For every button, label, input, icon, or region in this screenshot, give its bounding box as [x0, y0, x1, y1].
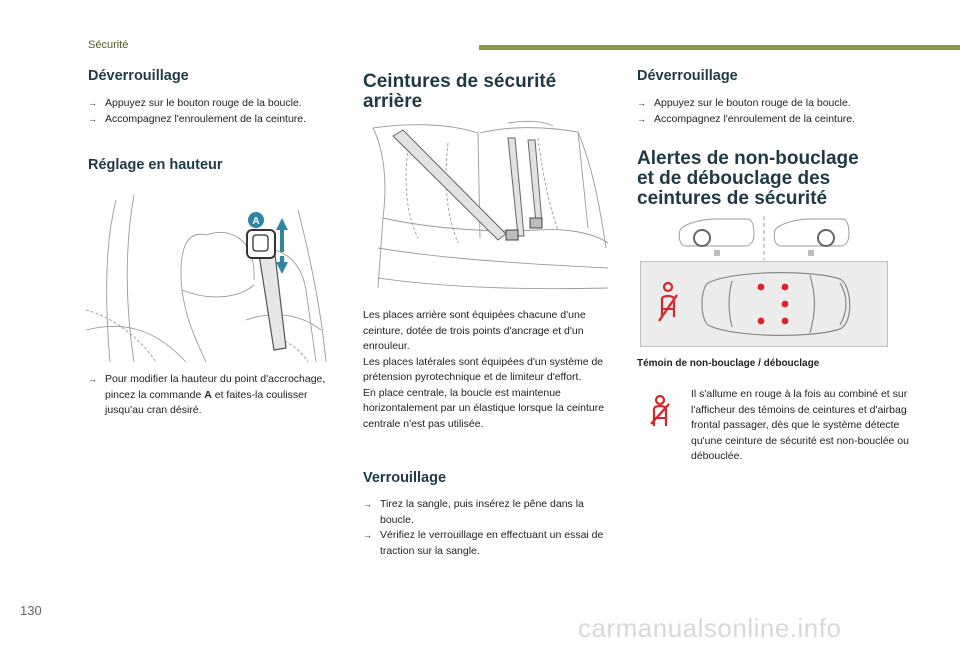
- rear-seatbelts-description: Les places arrière sont équipées chacune…: [363, 308, 617, 432]
- indicator-description: Il s'allume en rouge à la fois au combin…: [691, 388, 909, 462]
- indicator-caption: Témoin de non-bouclage / débouclage: [637, 358, 820, 369]
- step-item: Accompagnez l'enroulement de la ceinture…: [88, 112, 348, 128]
- lock-steps: Tirez la sangle, puis insérez le pêne da…: [363, 497, 619, 559]
- section-label: Sécurité: [88, 39, 129, 51]
- lock-heading: Verrouillage: [363, 470, 447, 486]
- unlock-steps-col1: Appuyez sur le bouton rouge de la boucle…: [88, 96, 348, 127]
- step-item: Appuyez sur le bouton rouge de la boucle…: [88, 96, 348, 112]
- step-item: Pour modifier la hauteur du point d'accr…: [88, 372, 343, 419]
- unlock-heading-col3: Déverrouillage: [637, 68, 738, 84]
- description-paragraph: Les places arrière sont équipées chacune…: [363, 309, 586, 352]
- height-adjust-steps: Pour modifier la hauteur du point d'accr…: [88, 372, 343, 419]
- step-item: Appuyez sur le bouton rouge de la boucle…: [637, 96, 897, 112]
- rear-seat-illustration: [372, 120, 609, 290]
- height-adjust-heading: Réglage en hauteur: [88, 157, 223, 173]
- watermark: carmanualsonline.info: [578, 613, 842, 643]
- seatbelt-warning-icon: [650, 394, 670, 426]
- instrument-cluster-illustration: [678, 216, 850, 260]
- description-paragraph: Les places latérales sont équipées d'un …: [363, 355, 604, 384]
- header-accent-bar: [479, 45, 960, 50]
- car-top-view: [701, 272, 851, 336]
- seatbelt-alerts-heading: Alertes de non-bouclage et de débouclage…: [637, 148, 859, 209]
- step-item: Accompagnez l'enroulement de la ceinture…: [637, 112, 897, 128]
- unlock-steps-col3: Appuyez sur le bouton rouge de la boucle…: [637, 96, 897, 127]
- step-item: Tirez la sangle, puis insérez le pêne da…: [363, 497, 619, 528]
- unlock-heading-col1: Déverrouillage: [88, 68, 189, 84]
- seatbelt-status-display: [640, 261, 888, 347]
- seatbelt-warning-icon: [658, 281, 678, 322]
- height-adjust-illustration: A: [86, 194, 327, 363]
- callout-label-a: A: [252, 216, 259, 227]
- description-paragraph: En place centrale, la boucle est mainten…: [363, 386, 605, 430]
- step-item: Vérifiez le verrouillage en effectuant u…: [363, 528, 619, 559]
- page-number: 130: [20, 603, 42, 618]
- rear-seatbelts-heading: Ceintures de sécurité arrière: [363, 71, 557, 112]
- seat-status-lights: [757, 283, 789, 325]
